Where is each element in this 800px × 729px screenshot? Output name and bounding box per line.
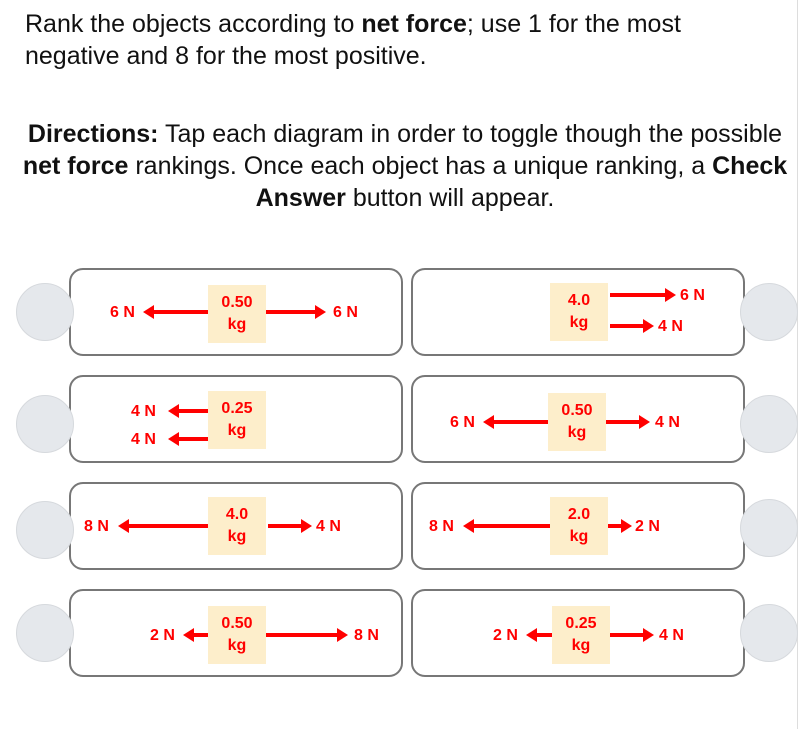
force-label: 4 N bbox=[131, 403, 156, 420]
question-prompt: Rank the objects according to net force;… bbox=[25, 8, 775, 72]
ranking-circle-4[interactable] bbox=[740, 395, 798, 453]
force-arrow-left bbox=[463, 519, 550, 533]
force-arrow-right bbox=[266, 628, 348, 642]
ranking-circle-2[interactable] bbox=[740, 283, 798, 341]
prompt-bold: net force bbox=[361, 10, 467, 38]
force-arrow-left bbox=[168, 432, 208, 446]
force-arrow-left bbox=[118, 519, 208, 533]
directions: Directions: Tap each diagram in order to… bbox=[20, 118, 790, 214]
force-label: 2 N bbox=[150, 627, 175, 644]
force-label: 8 N bbox=[84, 518, 109, 535]
directions-text: rankings. Once each object has a unique … bbox=[128, 152, 713, 180]
ranking-circle-8[interactable] bbox=[740, 604, 798, 662]
force-arrow-left bbox=[168, 404, 208, 418]
ranking-circle-1[interactable] bbox=[16, 283, 74, 341]
force-label: 6 N bbox=[450, 414, 475, 431]
prompt-text: ; use 1 for the most negative and 8 for … bbox=[25, 10, 681, 70]
force-label: 6 N bbox=[110, 304, 135, 321]
force-label: 2 N bbox=[635, 518, 660, 535]
force-label: 6 N bbox=[333, 304, 358, 321]
directions-bold: Check Answer bbox=[255, 152, 788, 212]
force-label: 4 N bbox=[659, 627, 684, 644]
force-arrow-right bbox=[610, 319, 654, 333]
force-label: 4 N bbox=[316, 518, 341, 535]
force-arrow-left bbox=[143, 305, 208, 319]
force-arrow-right bbox=[268, 519, 312, 533]
force-arrow-right bbox=[610, 288, 676, 302]
force-arrow-left bbox=[526, 628, 552, 642]
force-arrow-left bbox=[183, 628, 208, 642]
ranking-circle-6[interactable] bbox=[740, 499, 798, 557]
force-label: 4 N bbox=[131, 431, 156, 448]
force-label: 4 N bbox=[658, 318, 683, 335]
force-label: 6 N bbox=[680, 287, 705, 304]
directions-text: button will appear. bbox=[345, 184, 555, 212]
force-label: 4 N bbox=[655, 414, 680, 431]
force-arrow-left bbox=[483, 415, 548, 429]
force-arrow-right bbox=[606, 415, 650, 429]
force-label: 8 N bbox=[429, 518, 454, 535]
scrollbar-edge bbox=[797, 0, 798, 729]
force-arrow-right bbox=[266, 305, 326, 319]
force-arrow-right bbox=[608, 519, 632, 533]
ranking-circle-3[interactable] bbox=[16, 395, 74, 453]
ranking-circle-5[interactable] bbox=[16, 501, 74, 559]
prompt-text: Rank the objects according to bbox=[25, 10, 362, 38]
directions-label: Directions: bbox=[27, 120, 159, 148]
directions-text: Tap each diagram in order to toggle thou… bbox=[158, 120, 783, 148]
force-arrow-right bbox=[610, 628, 654, 642]
force-label: 8 N bbox=[354, 627, 379, 644]
force-label: 2 N bbox=[493, 627, 518, 644]
directions-bold: net force bbox=[22, 152, 129, 180]
ranking-circle-7[interactable] bbox=[16, 604, 74, 662]
